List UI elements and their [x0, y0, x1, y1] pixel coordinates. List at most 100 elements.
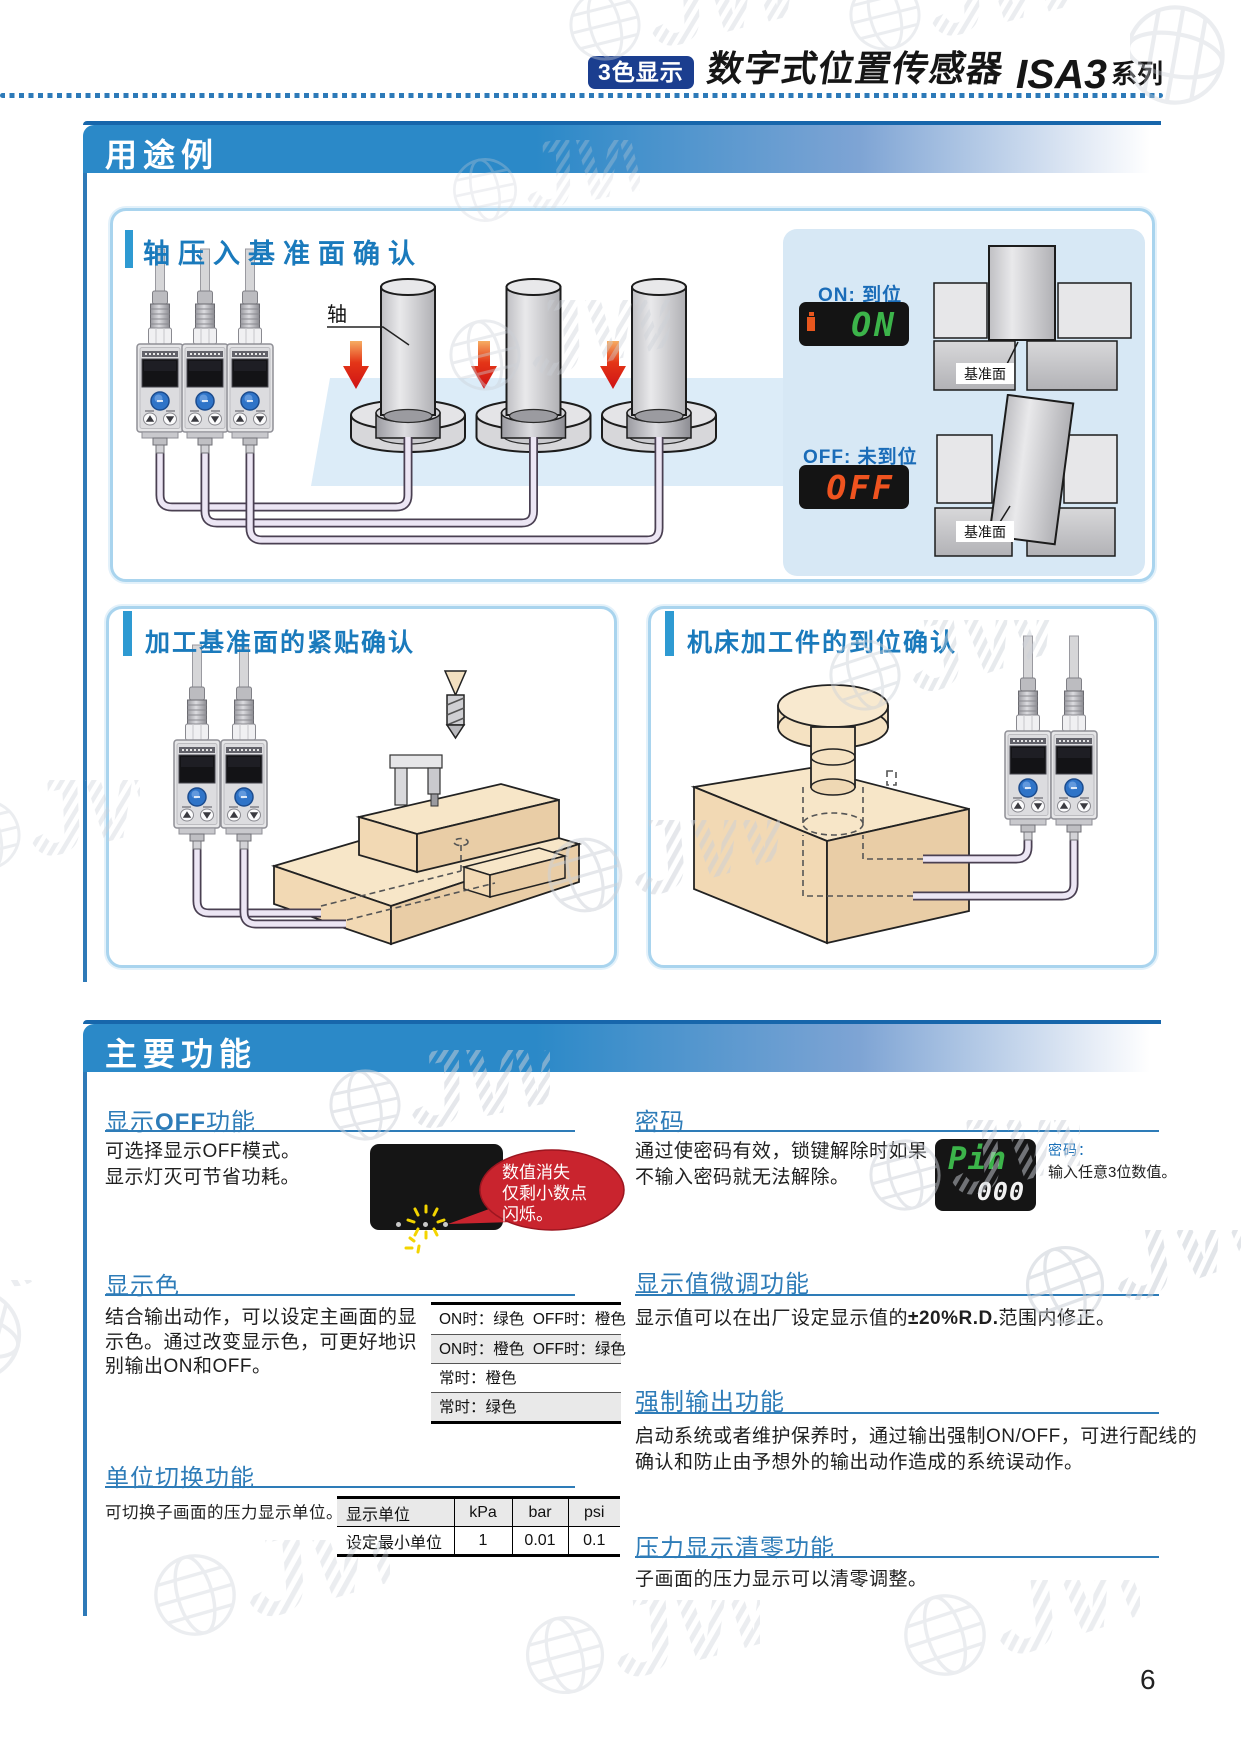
shaft-label: 轴	[327, 303, 347, 326]
body-line: 启动系统或者维护保养时，通过输出强制ON/OFF，可进行配线的	[635, 1426, 1198, 1447]
watermark	[150, 1540, 390, 1674]
balloon-line3: 闪烁。	[502, 1205, 553, 1224]
unit-value-cell: 0.01	[511, 1526, 569, 1557]
panel-press-confirmation: 轴 轴压入基准面确认 ON: 到位 ON OFF: 未到位 OFF	[110, 208, 1155, 582]
section-bar-gradient	[83, 125, 1161, 173]
color-table-row: 常时：绿色	[431, 1392, 621, 1421]
body-text: 显示值可以在出厂设定显示值的	[635, 1308, 909, 1329]
panel-arrival-confirmation: 机床加工件的到位确认	[648, 606, 1157, 968]
section-bar-topline	[83, 1020, 1161, 1024]
dashed-channels	[802, 770, 923, 897]
section-applications-title: 用途例	[105, 137, 220, 173]
body-line: 不输入密码就无法解除。	[635, 1167, 850, 1188]
page-title: 数字式位置传感器	[704, 48, 1007, 89]
panel-press-title: 轴压入基准面确认	[143, 239, 423, 269]
section-functions-title: 主要功能	[105, 1036, 258, 1072]
sensor-1	[173, 644, 221, 850]
dashed-channels	[320, 837, 496, 921]
sensor-1	[1004, 635, 1052, 841]
body-line: 结合输出动作，可以设定主画面的显	[105, 1307, 418, 1328]
decimal-dot	[443, 1222, 448, 1227]
color-table-row: 常时：橙色	[431, 1363, 621, 1392]
blink-burst-icon	[404, 1204, 446, 1254]
body-line: 显示灯灭可节省功耗。	[105, 1167, 301, 1188]
off-state-label: OFF: 未到位	[803, 447, 918, 468]
balloon: 数值消失 仅剩小数点 闪烁。	[448, 1149, 625, 1231]
watermark	[520, 1600, 760, 1730]
unit-table-header-row: 显示单位 kPa bar psi	[337, 1496, 620, 1527]
sensor-3	[226, 248, 274, 454]
lcd-output-flag-icon	[807, 312, 815, 331]
machining-illustration	[173, 644, 583, 946]
unit-value-cell: 0.1	[567, 1526, 620, 1557]
feature-forced-output-body: 启动系统或者维护保养时，通过输出强制ON/OFF，可进行配线的 确认和防止由予想…	[635, 1424, 1197, 1476]
color-table-row: ON时：绿色 OFF时：橙色	[439, 1311, 626, 1328]
feature-rule	[105, 1130, 575, 1132]
arrival-illustration	[690, 635, 1098, 945]
result-box: ON: 到位 ON OFF: 未到位 OFF 基准面	[783, 229, 1145, 576]
unit-header-cell: bar	[511, 1496, 569, 1527]
feature-rule	[635, 1556, 1159, 1558]
unit-table-value-row: 设定最小单位 1 0.01 0.1	[337, 1526, 620, 1557]
on-state-label: ON: 到位	[818, 285, 903, 306]
pin-caption-label: 密码：	[1048, 1142, 1093, 1158]
feature-rule	[105, 1294, 575, 1296]
sensor-2	[1050, 635, 1098, 841]
body-text: 范围内修正。	[998, 1308, 1116, 1329]
dotted-rule	[0, 93, 1163, 98]
feature-zero-clear-body: 子画面的压力显示可以清零调整。	[635, 1569, 928, 1590]
lcd-on-text: ON	[851, 305, 897, 344]
panel-title-marker	[123, 611, 132, 656]
feature-fine-tune-body: 显示值可以在出厂设定显示值的±20%R.D.范围内修正。	[635, 1306, 1116, 1332]
panel-arrival-title: 机床加工件的到位确认	[687, 629, 958, 657]
section-bar-gradient	[83, 1024, 1161, 1072]
tubes	[913, 840, 1079, 901]
body-line: 通过使密码有效，锁键解除时如果	[635, 1141, 928, 1162]
pin-text: Pin	[948, 1141, 1007, 1177]
datum-ok-illustration: 基准面	[933, 245, 1132, 391]
clamp	[389, 754, 443, 807]
unit-table: 显示单位 kPa bar psi 设定最小单位 1 0.01 0.1	[337, 1496, 620, 1557]
feature-display-off-body: 可选择显示OFF模式。 显示灯灭可节省功耗。	[105, 1139, 301, 1191]
watermark	[1130, 0, 1241, 220]
feature-fine-tune-heading: 显示值微调功能	[635, 1271, 810, 1298]
shaft-seat-1	[350, 278, 466, 453]
panel-title-marker	[665, 611, 674, 656]
feature-password-body: 通过使密码有效，锁键解除时如果 不输入密码就无法解除。	[635, 1139, 928, 1191]
color-table-row: ON时：橙色 OFF时：绿色	[431, 1334, 626, 1363]
datum-label-on: 基准面	[964, 366, 1006, 382]
page-number: 6	[1140, 1664, 1156, 1695]
panel-machining-datum: 加工基准面的紧贴确认	[106, 606, 617, 968]
feature-rule	[105, 1486, 575, 1488]
decimal-dot	[423, 1222, 428, 1227]
unit-header-cell: kPa	[453, 1496, 513, 1527]
shaft-seat-3	[601, 278, 717, 453]
tubes	[155, 437, 664, 545]
feature-display-color-body: 结合输出动作，可以设定主画面的显 示色。通过改变显示色，可更好地识 别输出ON和…	[105, 1306, 417, 1380]
feature-rule	[635, 1294, 1159, 1296]
lcd-on-display: ON	[799, 302, 909, 346]
panel-machining-title: 加工基准面的紧贴确认	[145, 629, 416, 657]
section-functions-bar: 主要功能	[83, 1020, 1161, 1072]
feature-unit-switch-body: 可切换子画面的压力显示单位。	[105, 1504, 343, 1522]
section-applications-bar: 用途例	[83, 121, 1161, 173]
pin-zeros: 000	[976, 1177, 1025, 1206]
sensor-1	[136, 248, 184, 454]
unit-header-cell: psi	[567, 1496, 620, 1527]
panel-title-marker	[125, 230, 133, 268]
balloon-line1: 数值消失	[502, 1163, 570, 1182]
pin-caption-body: 输入任意3位数值。	[1048, 1164, 1177, 1181]
series-suffix: 系列	[1110, 59, 1163, 89]
section-functions-vline	[83, 1072, 87, 1616]
body-line: 确认和防止由予想外的输出动作造成的系统误动作。	[635, 1452, 1084, 1473]
tubes	[192, 849, 346, 929]
sensor-2	[181, 248, 229, 454]
lcd-off-display: OFF	[799, 465, 909, 509]
datum-label-off: 基准面	[964, 524, 1006, 540]
feature-rule	[635, 1412, 1159, 1414]
datum-ng-illustration: 基准面	[934, 394, 1118, 557]
lcd-off-text: OFF	[826, 468, 895, 507]
watermark	[1020, 1230, 1241, 1362]
unit-value-cell: 1	[453, 1526, 513, 1557]
